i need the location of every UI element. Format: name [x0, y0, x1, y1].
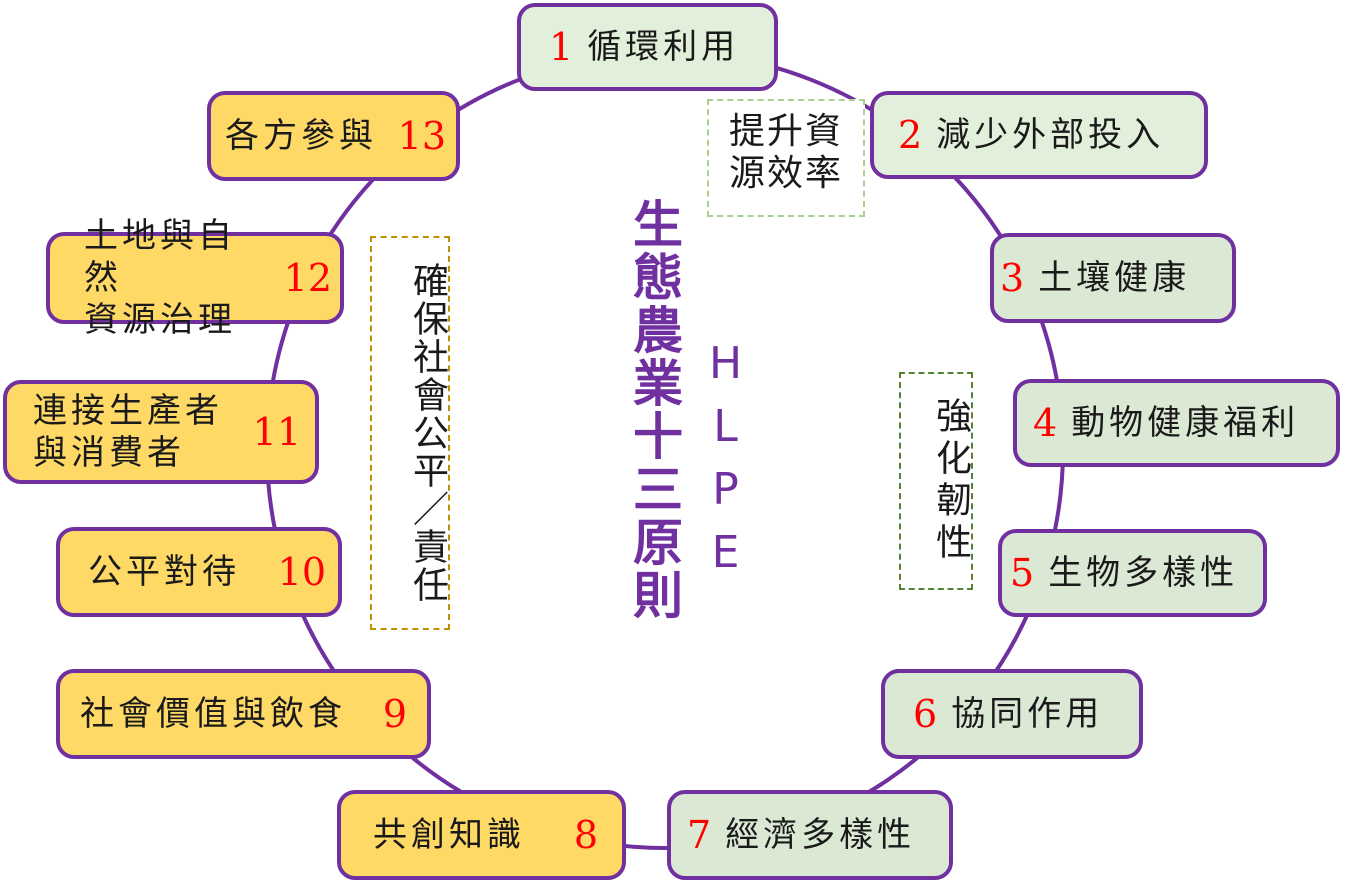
principle-number: 5 [1010, 551, 1035, 595]
principle-number: 10 [277, 550, 326, 594]
principle-label: 減少外部投入 [936, 115, 1165, 155]
principle-label: 經濟多樣性 [725, 815, 916, 855]
principle-5: 5 生物多樣性 [998, 529, 1267, 617]
principle-label: 生物多樣性 [1048, 553, 1239, 593]
principle-3: 3 土壤健康 [990, 233, 1236, 323]
principle-number: 6 [913, 692, 938, 736]
principle-label: 循環利用 [587, 27, 740, 67]
group-efficiency: 提升資 源效率 [707, 99, 865, 217]
principle-7: 7 經濟多樣性 [667, 790, 953, 880]
principle-number: 9 [382, 692, 407, 736]
principle-6: 6 協同作用 [881, 669, 1143, 759]
principle-number: 7 [687, 813, 712, 857]
principle-9: 社會價值與飲食 9 [56, 669, 431, 759]
principle-label: 共創知識 [373, 815, 525, 855]
principle-8: 共創知識 8 [337, 790, 626, 880]
principle-label: 土壤健康 [1038, 258, 1191, 298]
principle-13: 各方參與 13 [207, 91, 460, 181]
principle-10: 公平對待 10 [56, 527, 342, 617]
group-equity: 確保社會公平／責任 [370, 236, 450, 630]
principle-number: 8 [573, 813, 598, 857]
principle-2: 2 減少外部投入 [870, 91, 1208, 179]
principle-number: 1 [549, 25, 574, 69]
principle-label: 社會價值與飲食 [80, 694, 346, 734]
principle-12: 土地與自然 資源治理 12 [46, 216, 344, 340]
principle-number: 12 [283, 256, 332, 300]
principle-label: 各方參與 [225, 116, 377, 156]
center-title: 生態農業十三原則 [625, 198, 683, 622]
principle-number: 13 [397, 114, 446, 158]
principle-label: 動物健康福利 [1071, 403, 1300, 443]
group-resilience: 強化韌性 [899, 372, 973, 590]
principle-label: 公平對待 [88, 552, 240, 592]
principle-number: 11 [252, 410, 301, 454]
principle-number: 2 [898, 113, 923, 157]
principle-4: 4 動物健康福利 [1013, 379, 1340, 467]
principle-label: 協同作用 [951, 694, 1104, 734]
principle-number: 3 [1000, 256, 1025, 300]
principle-1: 1 循環利用 [517, 3, 778, 91]
principle-number: 4 [1033, 401, 1058, 445]
principle-11: 連接生產者 與消費者 11 [3, 380, 319, 484]
center-subtitle: HLPE [700, 338, 751, 590]
principle-label: 土地與自然 資源治理 [84, 216, 236, 340]
principle-label: 連接生產者 與消費者 [33, 391, 223, 473]
